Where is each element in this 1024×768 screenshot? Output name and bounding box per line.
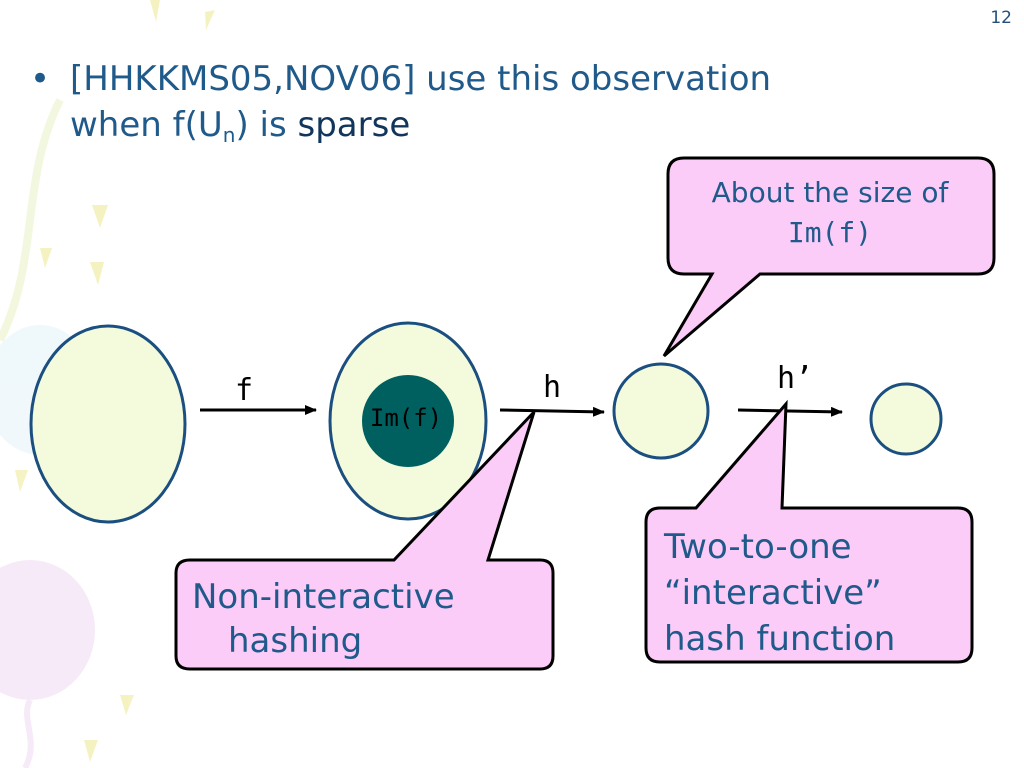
label-im-f: Im(f)	[370, 404, 442, 432]
callout-two-to-one	[644, 399, 974, 664]
callout-size	[662, 156, 996, 358]
callout-two-to-one-line-3: hash function	[664, 619, 895, 659]
bullet-subscript-n: n	[222, 123, 236, 147]
background-sparkle	[90, 262, 104, 285]
bullet-sparse: sparse	[297, 105, 411, 145]
background-sparkle	[15, 470, 28, 492]
callout-noninteractive-line-2: hashing	[228, 621, 362, 661]
background-sparkle	[40, 248, 52, 268]
domain-ellipse	[29, 324, 187, 524]
image-circle	[362, 375, 454, 467]
bullet-line-2: when f(Un) is sparse	[70, 102, 950, 148]
callout-size-line-1: About the size of	[712, 176, 950, 209]
callout-noninteractive-line-1: Non-interactive	[192, 577, 455, 617]
hash-output-circle	[612, 362, 710, 460]
bullet-close-paren: )	[235, 105, 249, 145]
background-curve	[22, 698, 34, 768]
label-h-prime: h’	[777, 361, 813, 396]
arrow-h-prime	[737, 406, 843, 417]
label-f: f	[235, 373, 253, 408]
arrow-h	[499, 406, 605, 417]
bullet-f-un: f(U	[172, 105, 223, 145]
bullet-is: is	[248, 105, 298, 145]
callout-size-line-2: Im(f)	[788, 216, 872, 249]
background-sparkle	[120, 695, 134, 715]
background-curve	[0, 98, 64, 342]
background-sparkle	[205, 10, 215, 30]
slide-number: 12	[990, 8, 1012, 28]
label-h: h	[543, 370, 561, 405]
bullet-when: when	[70, 105, 173, 145]
background-sparkle	[84, 740, 98, 762]
callout-two-to-one-line-2: “interactive”	[664, 573, 882, 613]
background-balloon	[0, 560, 95, 700]
bullet-line-1: [HHKKMS05,NOV06] use this observation	[70, 59, 772, 99]
background-sparkle	[92, 205, 108, 228]
callout-two-to-one-line-1: Two-to-one	[663, 527, 852, 567]
final-output-circle	[869, 382, 943, 456]
callout-noninteractive	[174, 410, 555, 671]
bullet-dot-icon: •	[30, 59, 51, 99]
background-sparkle	[150, 0, 160, 22]
bullet-text: [HHKKMS05,NOV06] use this observation wh…	[70, 56, 950, 148]
